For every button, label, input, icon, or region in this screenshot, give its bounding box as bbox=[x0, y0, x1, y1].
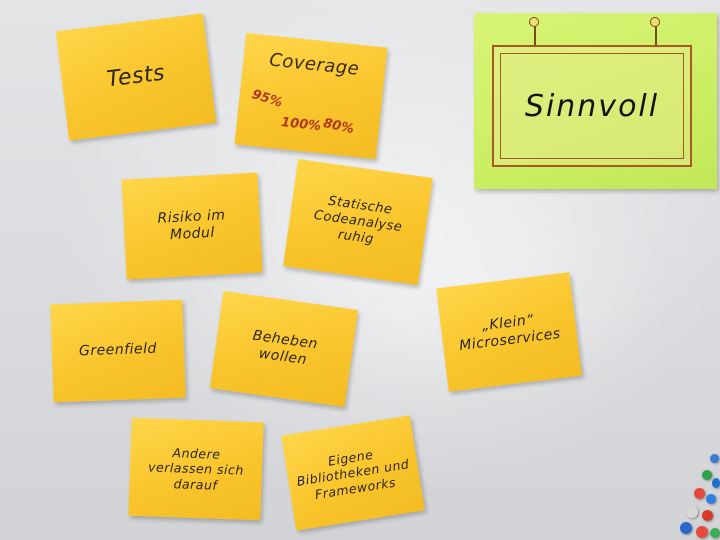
magnet-icon bbox=[702, 510, 713, 521]
coverage-value: 100% bbox=[280, 115, 322, 135]
magnet-icon bbox=[712, 478, 720, 488]
coverage-value: 80% bbox=[321, 115, 356, 138]
coverage-value: 95% bbox=[249, 86, 285, 111]
sticky-note-risiko: Risiko im Modul bbox=[121, 172, 263, 280]
note-text-andere: Andere verlassen sich darauf bbox=[147, 444, 244, 494]
note-text-risiko: Risiko im Modul bbox=[157, 207, 227, 246]
magnet-icon bbox=[702, 470, 712, 480]
magnet-icon bbox=[706, 494, 716, 504]
magnet-icon bbox=[710, 454, 719, 463]
nail-icon bbox=[534, 23, 536, 45]
sticky-note-sinnvoll: Sinnvoll bbox=[474, 13, 717, 189]
note-text-statische: Statische Codeanalyse ruhig bbox=[311, 192, 406, 253]
sticky-note-beheben: Beheben wollen bbox=[209, 291, 359, 407]
magnet-icon bbox=[696, 526, 708, 538]
note-text-eigene: Eigene Bibliotheken und Frameworks bbox=[293, 441, 413, 505]
nail-head-icon bbox=[650, 17, 660, 27]
magnet-icon bbox=[694, 488, 705, 499]
sign-drawing bbox=[492, 45, 692, 167]
magnet-icon bbox=[686, 506, 698, 518]
magnet-icon bbox=[710, 528, 720, 538]
note-text-beheben: Beheben wollen bbox=[249, 327, 319, 371]
note-text-sinnvoll: Sinnvoll bbox=[524, 88, 660, 124]
magnet-icon bbox=[680, 522, 692, 534]
magnet-cluster bbox=[672, 448, 720, 540]
note-line: Risiko im bbox=[157, 206, 226, 227]
note-line: verlassen sich bbox=[147, 459, 245, 478]
nail-head-icon bbox=[529, 17, 539, 27]
note-text-coverage: Coverage bbox=[268, 49, 361, 80]
note-text-tests: Tests bbox=[105, 60, 167, 93]
sticky-note-klein-microservices: „Klein“ Microservices bbox=[436, 272, 582, 392]
nail-icon bbox=[655, 23, 657, 45]
sticky-note-statische-codeanalyse: Statische Codeanalyse ruhig bbox=[283, 159, 433, 285]
note-text-greenfield: Greenfield bbox=[78, 340, 158, 360]
sticky-note-coverage: Coverage 95% 100% 80% bbox=[234, 32, 388, 160]
sticky-note-eigene-bibliotheken: Eigene Bibliotheken und Frameworks bbox=[281, 415, 425, 531]
note-text-klein: „Klein“ Microservices bbox=[456, 308, 561, 355]
sticky-note-tests: Tests bbox=[55, 13, 217, 141]
sticky-note-greenfield: Greenfield bbox=[50, 299, 186, 403]
sign-inner-frame bbox=[500, 53, 684, 159]
sticky-note-andere: Andere verlassen sich darauf bbox=[128, 417, 264, 521]
note-line: Modul bbox=[169, 224, 216, 244]
